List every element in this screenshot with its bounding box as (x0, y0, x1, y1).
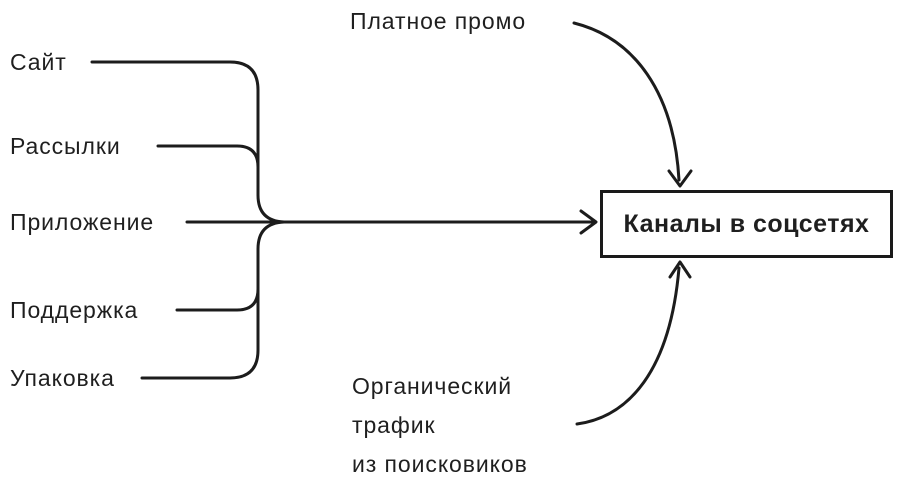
source-label-sajt: Сайт (10, 49, 67, 75)
annotation-paid-promo: Платное промо (350, 8, 527, 34)
curve-organic-traffic (575, 266, 681, 426)
annotation-organic-traffic: Органический трафик из поисковиков (352, 373, 528, 477)
source-label-prilozhenie: Приложение (10, 209, 155, 235)
connector-rassylki (156, 144, 260, 169)
bottom-arrowhead-icon (668, 260, 692, 279)
target-box-label: Каналы в соцсетях (623, 209, 870, 238)
connector-sajt (90, 60, 286, 224)
target-box-social-channels: Каналы в соцсетях (600, 190, 893, 258)
source-label-upakovka: Упаковка (10, 365, 115, 391)
curve-platnoe-promo (572, 21, 681, 182)
connector-upakovka (140, 220, 286, 380)
main-arrowhead-icon (579, 209, 598, 235)
top-arrowhead-icon (667, 169, 693, 188)
source-label-podderzhka: Поддержка (10, 297, 139, 323)
connector-podderzhka (175, 287, 260, 312)
source-label-rassylki: Рассылки (10, 133, 121, 159)
